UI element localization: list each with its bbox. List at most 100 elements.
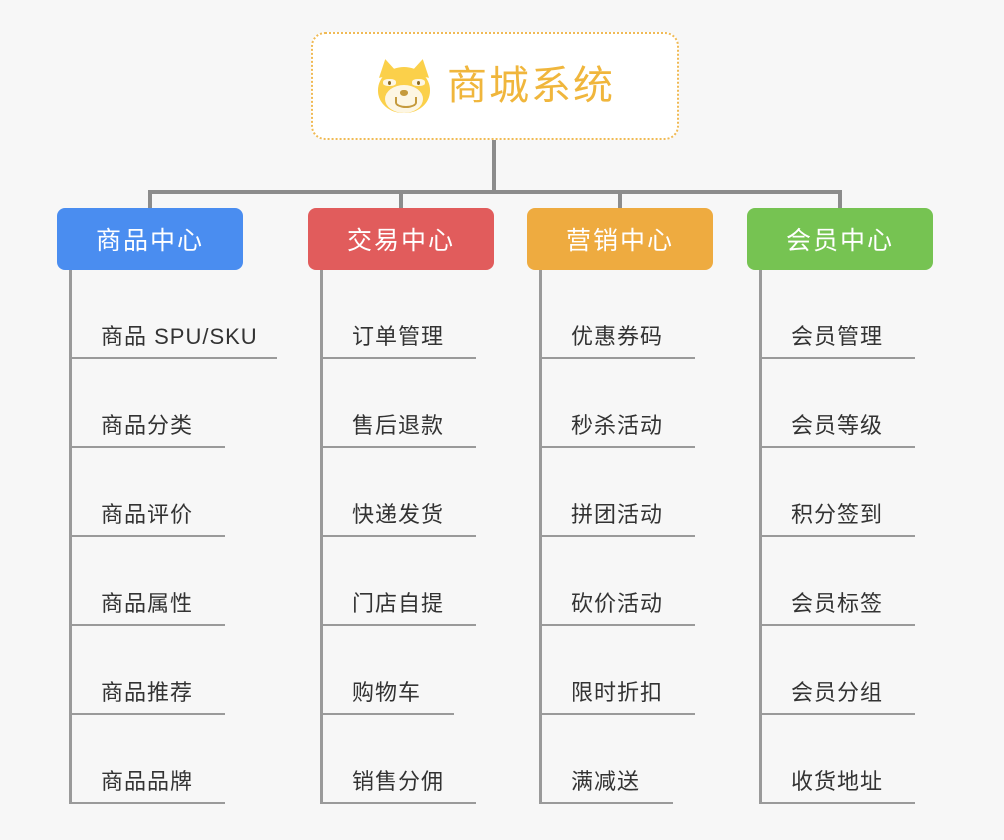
- root-title: 商城系统: [447, 64, 615, 108]
- leaf-label: 会员标签: [791, 591, 884, 616]
- leaf-underline: [539, 624, 695, 626]
- leaf-underline: [69, 535, 225, 537]
- leaf-label: 商品分类: [101, 413, 194, 438]
- shiba-inu-dog-face-icon: [375, 57, 433, 113]
- branch-body-1: 订单管理 售后退款 快递发货 门店自提 购物车 销售分佣: [308, 270, 548, 804]
- branch-header-2[interactable]: 营销中心: [527, 208, 713, 270]
- leaf-label: 商品推荐: [101, 680, 194, 705]
- list-item[interactable]: 会员等级: [747, 359, 987, 448]
- leaf-underline: [320, 357, 476, 359]
- leaf-label: 购物车: [352, 680, 422, 705]
- branch-header-0[interactable]: 商品中心: [57, 208, 243, 270]
- branch-header-label-1: 交易中心: [346, 227, 455, 255]
- leaf-label: 售后退款: [352, 413, 445, 438]
- leaf-underline: [69, 446, 225, 448]
- branch-member-center: 会员中心 会员管理 会员等级 积分签到 会员标签 会员分组: [747, 208, 987, 804]
- leaf-underline: [539, 802, 673, 804]
- leaf-label: 订单管理: [352, 324, 445, 349]
- leaf-underline: [759, 446, 915, 448]
- leaf-label: 会员管理: [791, 324, 884, 349]
- leaf-label: 商品品牌: [101, 769, 194, 794]
- leaf-underline: [759, 357, 915, 359]
- leaf-underline: [759, 802, 915, 804]
- list-item[interactable]: 订单管理: [308, 270, 548, 359]
- leaf-underline: [759, 713, 915, 715]
- branch-marketing-center: 营销中心 优惠券码 秒杀活动 拼团活动 砍价活动 限时折扣: [527, 208, 767, 804]
- list-item[interactable]: 销售分佣: [308, 715, 548, 804]
- branch-body-0: 商品 SPU/SKU 商品分类 商品评价 商品属性 商品推荐 商品品牌: [57, 270, 297, 804]
- leaf-underline: [69, 802, 225, 804]
- leaf-underline: [69, 713, 225, 715]
- list-item[interactable]: 限时折扣: [527, 626, 767, 715]
- leaf-label: 会员分组: [791, 680, 884, 705]
- leaf-label: 优惠券码: [571, 324, 664, 349]
- branch-header-label-3: 会员中心: [785, 227, 894, 255]
- branch-header-label-2: 营销中心: [565, 227, 674, 255]
- leaf-label: 拼团活动: [571, 502, 664, 527]
- leaf-label: 满减送: [571, 769, 641, 794]
- list-item[interactable]: 积分签到: [747, 448, 987, 537]
- leaf-label: 收货地址: [791, 769, 884, 794]
- list-item[interactable]: 商品评价: [57, 448, 297, 537]
- list-item[interactable]: 商品分类: [57, 359, 297, 448]
- list-item[interactable]: 会员分组: [747, 626, 987, 715]
- leaf-underline: [320, 446, 476, 448]
- list-item[interactable]: 商品 SPU/SKU: [57, 270, 297, 359]
- leaf-label: 门店自提: [352, 591, 445, 616]
- leaf-underline: [320, 713, 454, 715]
- leaf-label: 商品属性: [101, 591, 194, 616]
- leaf-underline: [69, 357, 277, 359]
- leaf-underline: [320, 624, 476, 626]
- branch-trade-center: 交易中心 订单管理 售后退款 快递发货 门店自提 购物车: [308, 208, 548, 804]
- list-item[interactable]: 拼团活动: [527, 448, 767, 537]
- list-item[interactable]: 商品推荐: [57, 626, 297, 715]
- branch-spine-2: [539, 270, 542, 804]
- branch-spine-1: [320, 270, 323, 804]
- leaf-label: 销售分佣: [352, 769, 445, 794]
- list-item[interactable]: 收货地址: [747, 715, 987, 804]
- leaf-underline: [539, 535, 695, 537]
- leaf-label: 快递发货: [352, 502, 445, 527]
- list-item[interactable]: 快递发货: [308, 448, 548, 537]
- list-item[interactable]: 秒杀活动: [527, 359, 767, 448]
- leaf-underline: [320, 535, 476, 537]
- leaf-underline: [539, 713, 695, 715]
- root-node[interactable]: 商城系统: [311, 32, 679, 140]
- connector-drop-2: [399, 190, 403, 208]
- leaf-label: 积分签到: [791, 502, 884, 527]
- list-item[interactable]: 会员标签: [747, 537, 987, 626]
- branch-spine-0: [69, 270, 72, 804]
- leaf-label: 限时折扣: [571, 680, 664, 705]
- branch-body-3: 会员管理 会员等级 积分签到 会员标签 会员分组 收货地址: [747, 270, 987, 804]
- leaf-underline: [320, 802, 476, 804]
- connector-root-stem: [492, 140, 496, 192]
- leaf-label: 会员等级: [791, 413, 884, 438]
- leaf-label: 商品评价: [101, 502, 194, 527]
- list-item[interactable]: 商品品牌: [57, 715, 297, 804]
- branch-body-2: 优惠券码 秒杀活动 拼团活动 砍价活动 限时折扣 满减送: [527, 270, 767, 804]
- leaf-underline: [539, 446, 695, 448]
- leaf-underline: [539, 357, 695, 359]
- branch-commodity-center: 商品中心 商品 SPU/SKU 商品分类 商品评价 商品属性 商品推荐: [57, 208, 297, 804]
- list-item[interactable]: 门店自提: [308, 537, 548, 626]
- connector-horizontal-bus: [148, 190, 842, 194]
- branch-spine-3: [759, 270, 762, 804]
- list-item[interactable]: 售后退款: [308, 359, 548, 448]
- leaf-underline: [69, 624, 225, 626]
- list-item[interactable]: 购物车: [308, 626, 548, 715]
- connector-drop-3: [618, 190, 622, 208]
- list-item[interactable]: 优惠券码: [527, 270, 767, 359]
- leaf-label: 砍价活动: [571, 591, 664, 616]
- leaf-underline: [759, 535, 915, 537]
- leaf-underline: [759, 624, 915, 626]
- list-item[interactable]: 满减送: [527, 715, 767, 804]
- list-item[interactable]: 砍价活动: [527, 537, 767, 626]
- branch-header-label-0: 商品中心: [95, 227, 204, 255]
- connector-drop-4: [838, 190, 842, 208]
- list-item[interactable]: 商品属性: [57, 537, 297, 626]
- branch-header-3[interactable]: 会员中心: [747, 208, 933, 270]
- branch-header-1[interactable]: 交易中心: [308, 208, 494, 270]
- list-item[interactable]: 会员管理: [747, 270, 987, 359]
- leaf-label: 秒杀活动: [571, 413, 664, 438]
